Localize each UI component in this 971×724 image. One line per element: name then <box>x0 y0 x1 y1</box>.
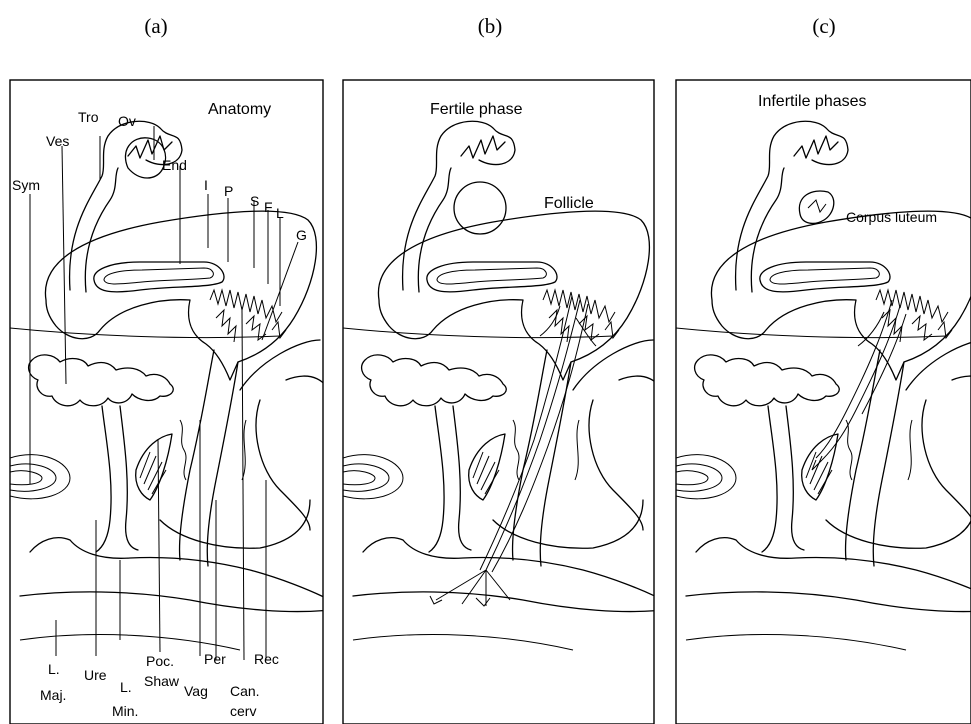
label-per: Per <box>204 651 226 667</box>
label-can-2: cerv <box>230 703 256 719</box>
label-sym: Sym <box>12 177 40 193</box>
corpus-luteum-shape <box>799 191 833 223</box>
label-l-maj-2: Maj. <box>40 687 66 703</box>
panel-b-title: Fertile phase <box>430 101 523 118</box>
panel-a-title: Anatomy <box>208 101 271 118</box>
label-tro: Tro <box>78 109 99 125</box>
label-l: L <box>276 205 284 221</box>
label-l-maj-1: L. <box>48 661 60 677</box>
follicle-shape <box>454 182 506 234</box>
follicle-label: Follicle <box>544 195 594 212</box>
panel-c-frame <box>676 80 971 724</box>
label-ure: Ure <box>84 667 107 683</box>
label-vag: Vag <box>184 683 208 699</box>
label-l-min-1: L. <box>120 679 132 695</box>
label-g: G <box>296 227 307 243</box>
panel-b-drawing: Fertile phase Follicle <box>343 101 663 650</box>
label-l-min-2: Min. <box>112 703 138 719</box>
panel-c-drawing: Infertile phases Corpus luteum <box>676 93 971 650</box>
label-poc-1: Poc. <box>146 653 174 669</box>
label-i: I <box>204 177 208 193</box>
label-p: P <box>224 183 233 199</box>
label-end: End <box>162 157 187 173</box>
label-ov: Ov <box>118 113 136 129</box>
corpus-luteum-label: Corpus luteum <box>846 209 937 225</box>
panel-c-title: Infertile phases <box>758 93 867 110</box>
label-s: S <box>250 193 259 209</box>
mucus-plug <box>812 300 906 470</box>
label-poc-2: Shaw <box>144 673 180 689</box>
label-f: F <box>264 199 273 215</box>
label-rec: Rec <box>254 651 279 667</box>
label-can-1: Can. <box>230 683 260 699</box>
panel-a-drawing: Anatomy Tro Ov Ves End Sym I P S F L G L… <box>10 101 330 719</box>
label-ves: Ves <box>46 133 69 149</box>
